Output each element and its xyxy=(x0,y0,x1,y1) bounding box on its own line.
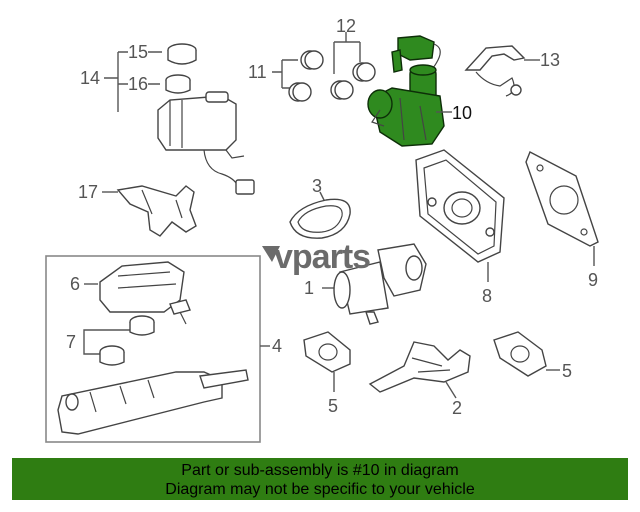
vparts-logo-text: vparts xyxy=(274,238,370,276)
reservoir-assembly xyxy=(104,43,255,195)
bracket-2 xyxy=(368,341,471,399)
callout-17: 17 xyxy=(78,182,98,202)
parts-diagram: 14 15 16 17 11 12 10 xyxy=(45,16,599,443)
callout-5-left: 5 xyxy=(328,396,338,416)
gasket-9 xyxy=(525,151,599,266)
gasket-5-left xyxy=(303,331,351,392)
booster-1 xyxy=(322,243,427,325)
callout-4: 4 xyxy=(272,336,282,356)
banner-line-1: Part or sub-assembly is #10 in diagram xyxy=(181,462,459,479)
info-banner: Part or sub-assembly is #10 in diagram D… xyxy=(12,458,628,500)
belt-3 xyxy=(289,191,351,239)
group-4-box xyxy=(45,255,261,443)
callout-6: 6 xyxy=(70,274,80,294)
callout-14: 14 xyxy=(80,68,100,88)
gasket-5-right xyxy=(493,331,560,377)
callout-7: 7 xyxy=(66,332,76,352)
callout-9: 9 xyxy=(588,270,598,290)
plate-8 xyxy=(415,149,505,282)
callout-15: 15 xyxy=(128,42,148,62)
callout-2: 2 xyxy=(452,398,462,418)
callout-11: 11 xyxy=(248,62,267,82)
bracket-17 xyxy=(102,185,197,237)
banner-line-2: Diagram may not be specific to your vehi… xyxy=(165,481,475,498)
callout-1: 1 xyxy=(304,278,314,298)
highlighted-part-10 xyxy=(367,35,445,147)
callout-16: 16 xyxy=(128,74,148,94)
callout-3: 3 xyxy=(312,176,322,196)
callout-12: 12 xyxy=(336,16,356,36)
callout-13: 13 xyxy=(540,50,560,70)
callout-8: 8 xyxy=(482,286,492,306)
master-cylinder-group xyxy=(45,255,270,443)
harness-13 xyxy=(464,45,540,97)
vparts-logo-mark xyxy=(262,246,280,262)
vparts-logo: vparts xyxy=(262,238,371,276)
callout-5-right: 5 xyxy=(562,361,572,381)
callout-10: 10 xyxy=(452,103,472,123)
bushings-11-12 xyxy=(272,32,376,102)
